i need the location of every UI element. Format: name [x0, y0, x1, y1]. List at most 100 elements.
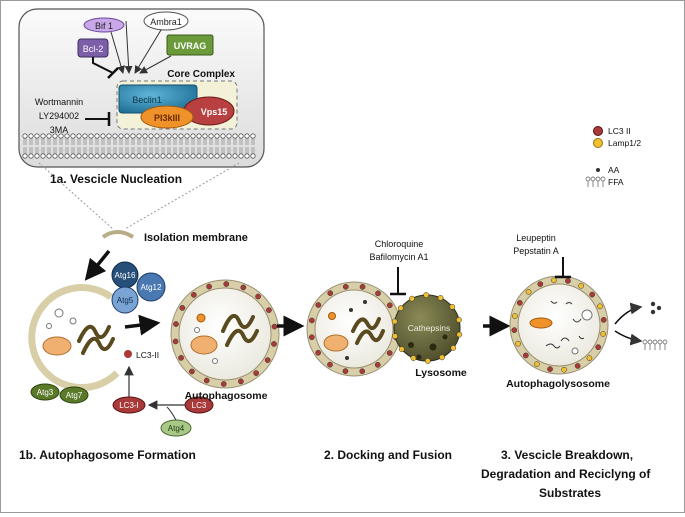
autophagosome-label: Autophagosome: [185, 390, 268, 402]
lc3ii-dot: [172, 338, 179, 345]
lipid-head: [142, 153, 148, 159]
lipid-head: [250, 153, 256, 159]
lipid-head: [58, 153, 64, 159]
lipid-head: [154, 133, 160, 139]
docking-vesicle-d: [345, 356, 349, 360]
autophagolysosome: [509, 275, 609, 375]
ffa-head: [652, 339, 658, 345]
phagophore-vesicle-a: [54, 308, 64, 318]
lamp-dot: [424, 358, 431, 364]
lipid-head: [118, 153, 124, 159]
nucleation-panel: Bif 1 Ambra1 Bcl-2 UVRAG Core Complex Be…: [18, 8, 265, 168]
lc3ii-dot: [179, 305, 186, 311]
lipid-head: [76, 153, 82, 159]
wortmannin-label: Wortmannin: [35, 97, 83, 107]
degraded-fragments: [545, 300, 585, 349]
uvrag-arrow: [139, 55, 172, 74]
lipid-head: [46, 133, 52, 139]
lipid-head: [184, 153, 190, 159]
lc3ii-dot: [386, 302, 393, 309]
lipid-head: [148, 133, 154, 139]
lipid-head: [184, 133, 190, 139]
lipid-head: [202, 153, 208, 159]
lamp-dot: [391, 318, 398, 325]
pi3k-protein: [140, 105, 194, 129]
lc3ii-dot: [359, 284, 366, 290]
lysosome-granule-b: [429, 343, 437, 351]
membrane-dot: [547, 366, 553, 372]
membrane-dot: [534, 361, 540, 368]
3ma-label: 3MA: [50, 125, 69, 135]
lysosome-lamp-dots: [391, 292, 463, 364]
lipid-head: [244, 153, 250, 159]
lc3ii-dot: [342, 368, 349, 374]
lc3ii-dot: [327, 361, 333, 368]
lipid-head: [106, 153, 112, 159]
docking-mitochondrion: [323, 334, 349, 352]
lc3ii-dot: [271, 341, 277, 347]
lipid-head: [178, 133, 184, 139]
membrane-dot: [600, 331, 606, 337]
membrane-dot: [597, 303, 603, 310]
lipid-head: [214, 153, 220, 159]
breakdown-title-line2: Degradation and Reciclyng of: [481, 467, 651, 481]
membrane-dot: [589, 291, 596, 298]
zoom-line-right: [124, 162, 240, 230]
membrane-dot: [574, 363, 581, 369]
lysosome-granule-a: [408, 342, 414, 348]
lipid-head: [22, 153, 28, 159]
lc3ii-dot: [266, 307, 272, 313]
legend-lc3ii-label: LC3 II: [608, 126, 631, 136]
ffa-head: [600, 176, 606, 182]
lc3i-label: LC3-I: [119, 401, 139, 410]
lipid-head: [100, 133, 106, 139]
legend-lamp-label: Lamp1/2: [608, 138, 641, 148]
membrane-dot: [512, 313, 518, 319]
lipid-head: [34, 133, 40, 139]
lipid-head: [28, 133, 34, 139]
autophagosome: [170, 279, 280, 389]
membrane-dot: [537, 281, 544, 287]
lipid-head: [94, 133, 100, 139]
lipid-head: [106, 133, 112, 139]
lamp-dot: [398, 346, 405, 353]
phagophore-vesicle-c: [46, 323, 52, 329]
lipid-head: [112, 133, 118, 139]
lipid-head: [202, 133, 208, 139]
lipid-head: [82, 133, 88, 139]
lipid-head: [238, 153, 244, 159]
lamp-dot: [409, 295, 415, 302]
legend: LC3 II Lamp1/2 AA FFA: [585, 126, 641, 187]
ffa-head: [647, 339, 653, 345]
lipid-head: [82, 153, 88, 159]
lipid-head: [190, 153, 196, 159]
phagophore: [28, 284, 120, 392]
breakdown-title-line1: 3. Vescicle Breakdown,: [501, 448, 633, 462]
lipid-head: [178, 153, 184, 159]
lipid-head: [142, 133, 148, 139]
lipid-head: [238, 133, 244, 139]
atg16-label: Atg16: [115, 271, 136, 280]
membrane-dot: [516, 300, 523, 306]
lipid-head: [154, 153, 160, 159]
lc3ii-dot: [173, 321, 179, 327]
lipid-head: [70, 133, 76, 139]
legend-lc3ii-marker: [593, 126, 603, 136]
nucleation-title: 1a. Vescicle Nucleation: [50, 172, 182, 186]
atg7-protein: [59, 386, 89, 404]
phagophore-membrane: [28, 284, 120, 392]
lipid-head: [220, 153, 226, 159]
lipid-head: [208, 153, 214, 159]
lipid-head: [226, 153, 232, 159]
lipid-head: [118, 133, 124, 139]
phagophore-vesicle-b: [69, 317, 77, 325]
lc3ii-dot: [309, 317, 315, 324]
legend-ffa-marker: [585, 176, 606, 187]
membrane-dot: [511, 327, 518, 333]
autophagosome-vesicle-b: [194, 327, 200, 333]
ly294002-label: LY294002: [39, 111, 79, 121]
bif1-protein: [83, 17, 125, 33]
autophagosome-lumen: [178, 287, 272, 381]
